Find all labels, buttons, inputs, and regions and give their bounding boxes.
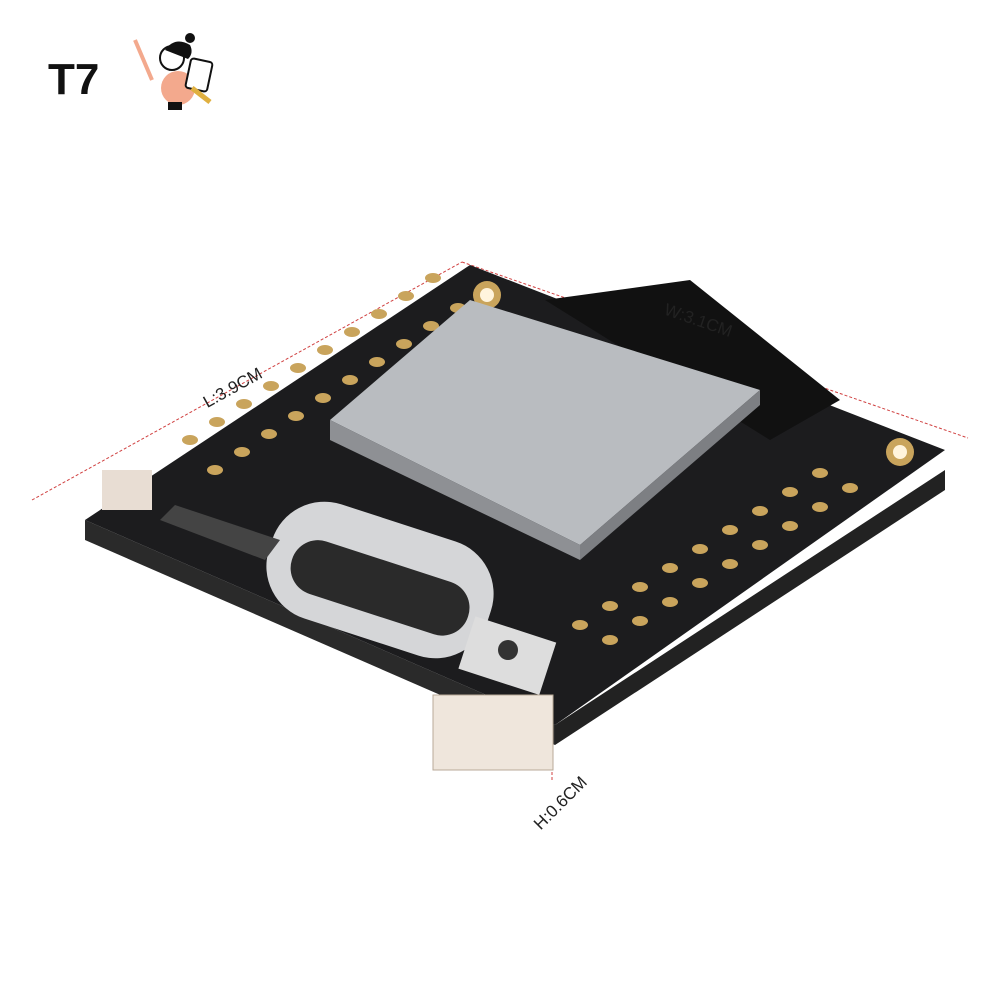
- usb-c-port: [266, 501, 494, 659]
- pin-pad: [425, 273, 441, 283]
- pin-pad: [602, 635, 618, 645]
- pin-pad: [396, 339, 412, 349]
- pin-pad: [290, 363, 306, 373]
- pin-pad: [371, 309, 387, 319]
- pin-pad: [722, 525, 738, 535]
- pin-pad: [317, 345, 333, 355]
- pcb-edge: [85, 520, 555, 745]
- jst-connector: [432, 694, 554, 771]
- pin-pad: [602, 601, 618, 611]
- pin-pad: [692, 544, 708, 554]
- pin-pad: [842, 483, 858, 493]
- power-switch: [160, 505, 280, 560]
- pin-pad: [423, 321, 439, 331]
- pin-pad: [315, 393, 331, 403]
- mascot-icon: [133, 33, 214, 110]
- pin-pad: [288, 411, 304, 421]
- esp32-module-shield: [330, 300, 760, 545]
- pin-pad: [692, 578, 708, 588]
- pin-pad: [344, 327, 360, 337]
- pin-pad: [782, 521, 798, 531]
- pin-pad: [261, 429, 277, 439]
- pin-pad: [752, 506, 768, 516]
- pin-pad: [782, 487, 798, 497]
- pin-pad: [236, 399, 252, 409]
- pin-pad: [752, 540, 768, 550]
- pin-pad: [182, 435, 198, 445]
- pin-pad: [342, 375, 358, 385]
- pin-pad: [263, 381, 279, 391]
- pin-pad: [812, 468, 828, 478]
- pin-pad: [207, 465, 223, 475]
- pin-pad: [662, 597, 678, 607]
- pin-pad: [572, 620, 588, 630]
- model-label: T7: [48, 55, 100, 104]
- pin-pad: [632, 582, 648, 592]
- pin-pad: [812, 502, 828, 512]
- pin-pad: [369, 357, 385, 367]
- pin-pad: [234, 447, 250, 457]
- pin-pad: [398, 291, 414, 301]
- pin-pad: [632, 616, 648, 626]
- pin-pad: [722, 559, 738, 569]
- pin-pad: [209, 417, 225, 427]
- pin-pad: [662, 563, 678, 573]
- battery-connector: [102, 470, 152, 510]
